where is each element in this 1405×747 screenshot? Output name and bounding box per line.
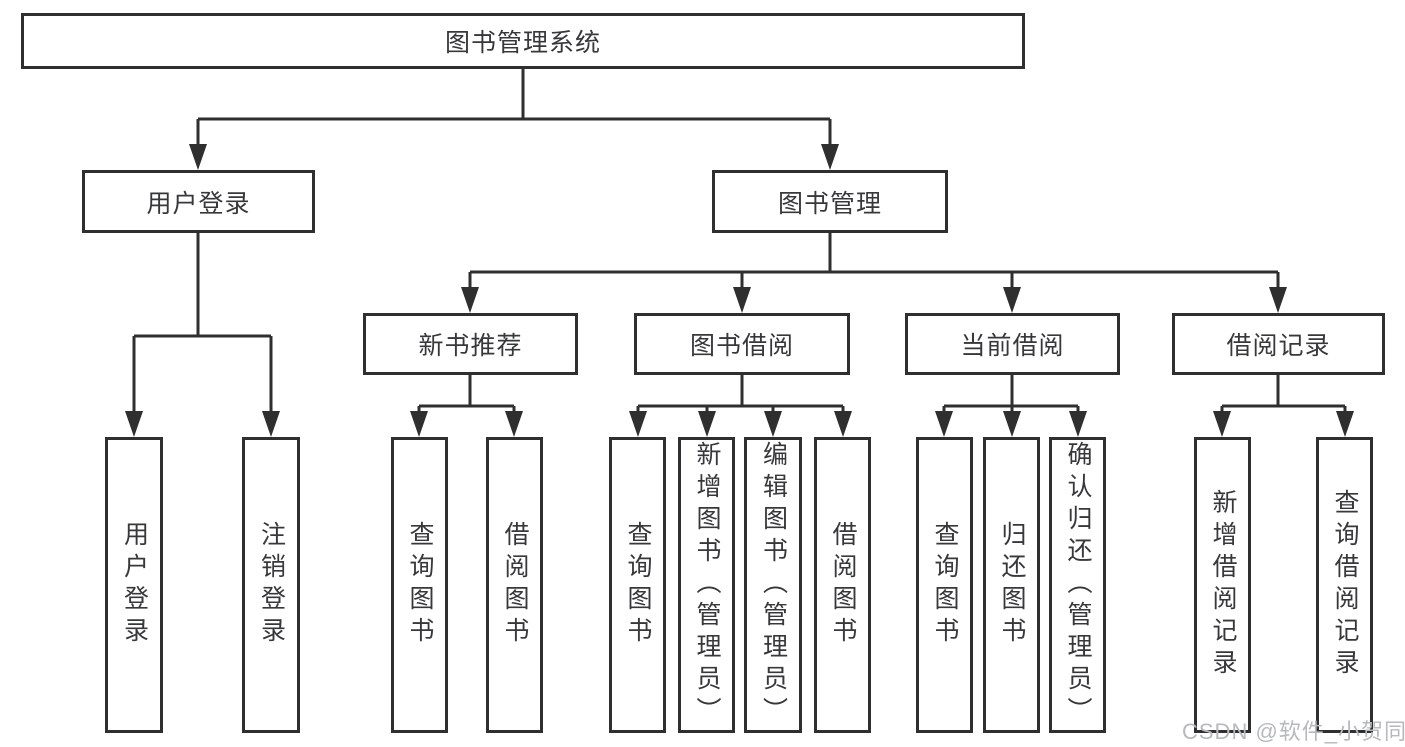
node-new-book-recommend: 新书推荐 (363, 313, 578, 375)
csdn-watermark: CSDN @软件_小贺同学 (1182, 719, 1405, 744)
node-new-book-recommend-label: 新书推荐 (418, 332, 523, 360)
leaf-add-book-admin: 新增图书（管理员） (678, 437, 735, 733)
node-root-label: 图书管理系统 (444, 29, 601, 57)
node-root: 图书管理系统 (21, 13, 1025, 69)
leaf-borrow-query-books-label: 查询图书 (624, 521, 652, 649)
node-current-borrow-label: 当前借阅 (960, 332, 1065, 360)
connector-book-borrow-children (629, 375, 852, 437)
connector-new-book-recommend-children (410, 375, 523, 437)
node-current-borrow: 当前借阅 (905, 313, 1120, 375)
leaf-add-borrow-record-label: 新增借阅记录 (1209, 489, 1237, 681)
leaf-recommend-query-books-label: 查询图书 (406, 521, 434, 649)
leaf-borrow-books-label: 借阅图书 (829, 521, 857, 649)
connector-root-to-level2 (189, 69, 839, 170)
node-user-login: 用户登录 (82, 170, 315, 233)
leaf-return-book-label: 归还图书 (998, 521, 1026, 649)
leaf-recommend-borrow-books: 借阅图书 (486, 437, 543, 733)
node-book-management: 图书管理 (712, 170, 948, 233)
leaf-confirm-return-admin: 确认归还（管理员） (1049, 437, 1106, 733)
leaf-return-book: 归还图书 (983, 437, 1040, 733)
leaf-recommend-borrow-books-label: 借阅图书 (501, 521, 529, 649)
leaf-current-query-books: 查询图书 (916, 437, 973, 733)
connector-book-management-children (461, 233, 1287, 313)
leaf-confirm-return-admin-label: 确认归还（管理员） (1064, 441, 1092, 729)
leaf-user-login-label: 用户登录 (120, 521, 149, 649)
node-book-management-label: 图书管理 (777, 189, 882, 218)
leaf-query-borrow-record: 查询借阅记录 (1316, 437, 1373, 733)
node-borrow-records: 借阅记录 (1172, 313, 1385, 375)
leaf-edit-book-admin-label: 编辑图书（管理员） (759, 441, 788, 729)
leaf-edit-book-admin: 编辑图书（管理员） (744, 437, 802, 733)
node-borrow-records-label: 借阅记录 (1226, 332, 1331, 360)
leaf-recommend-query-books: 查询图书 (391, 437, 448, 733)
leaf-logout-label: 注销登录 (257, 521, 286, 649)
leaf-borrow-query-books: 查询图书 (609, 437, 666, 733)
connector-current-borrow-children (935, 375, 1087, 437)
node-book-borrow: 图书借阅 (634, 313, 850, 375)
connector-user-login-children (125, 233, 280, 437)
leaf-add-book-admin-label: 新增图书（管理员） (693, 441, 721, 729)
leaf-logout: 注销登录 (242, 437, 300, 733)
leaf-borrow-books: 借阅图书 (814, 437, 871, 733)
connector-borrow-records-children (1213, 375, 1354, 437)
node-book-borrow-label: 图书借阅 (689, 332, 794, 360)
leaf-user-login: 用户登录 (105, 437, 163, 733)
leaf-add-borrow-record: 新增借阅记录 (1194, 437, 1251, 733)
node-user-login-label: 用户登录 (146, 189, 251, 218)
leaf-current-query-books-label: 查询图书 (931, 521, 959, 649)
leaf-query-borrow-record-label: 查询借阅记录 (1331, 489, 1359, 681)
